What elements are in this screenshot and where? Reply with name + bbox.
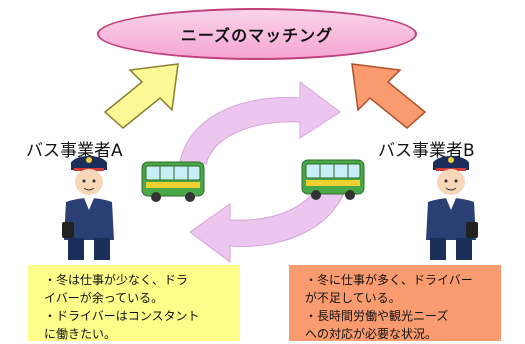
up-left-arrow-icon	[351, 63, 427, 129]
operator-b-note-2: ・長時間労働や観光ニーズ への対応が必要な状況。	[305, 309, 449, 341]
bus-icon	[301, 159, 365, 200]
operator-a-note-box: ・冬は仕事が少なく、ドラ イバーが余っている。 ・ドライバーはコンスタント に働…	[28, 265, 240, 341]
needs-matching-ellipse: ニーズのマッチング	[97, 8, 417, 60]
operator-a-label: バス事業者A	[26, 141, 123, 161]
operator-b-note-box: ・冬に仕事が多く、ドライバー が不足している。 ・長時間労働や観光ニーズ への対…	[289, 265, 501, 341]
up-right-arrow-icon	[103, 63, 179, 129]
operator-a-note-1: ・冬は仕事が少なく、ドラ イバーが余っている。	[44, 273, 189, 305]
needs-matching-title: ニーズのマッチング	[180, 26, 334, 45]
operator-a-note-2: ・ドライバーはコンスタント に働きたい。	[44, 309, 200, 341]
cycle-arrow-icon	[179, 81, 351, 263]
operator-b-note-1: ・冬に仕事が多く、ドライバー が不足している。	[305, 273, 473, 305]
bus-driver-icon	[62, 156, 114, 260]
operator-b-label: バス事業者B	[378, 141, 475, 161]
bus-icon	[141, 161, 205, 202]
bus-driver-icon	[426, 156, 478, 260]
